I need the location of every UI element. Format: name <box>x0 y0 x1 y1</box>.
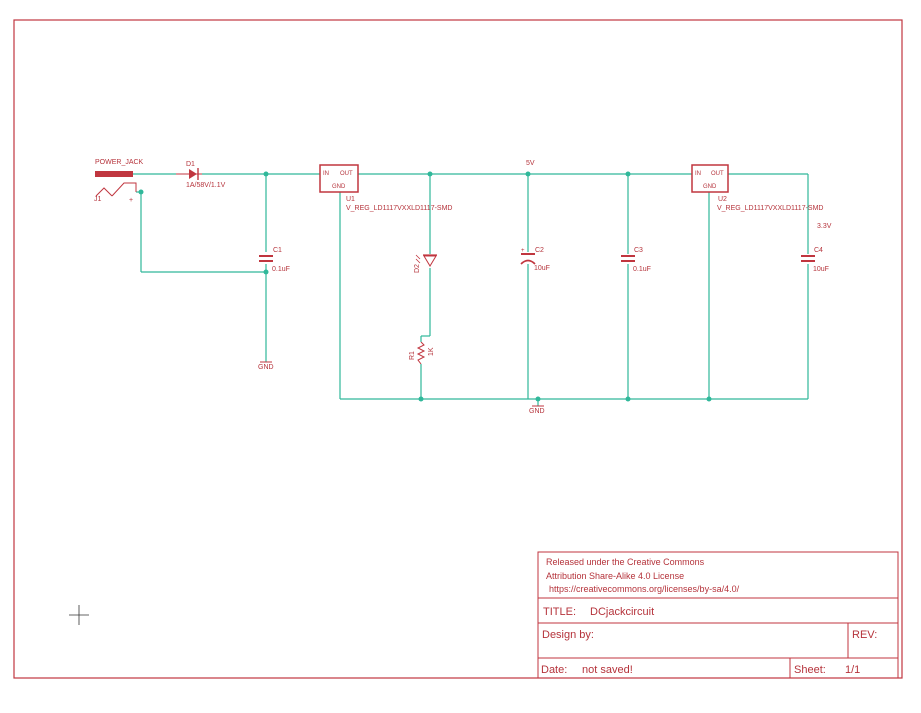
ground-symbol-main: GND <box>529 405 545 415</box>
regulator-u2[interactable]: IN OUT GND U2 V_REG_LD1117VXXLD1117-SMD <box>691 164 823 212</box>
power-jack-symbol[interactable]: POWER_JACK J1 + <box>94 159 144 204</box>
power-jack-ref: J1 <box>94 196 102 203</box>
capacitor-c2-plus: + <box>521 248 525 254</box>
ground-label-main: GND <box>529 408 545 415</box>
diode-d1-ref: D1 <box>186 161 195 168</box>
resistor-r1[interactable]: R1 1K <box>409 341 435 365</box>
license-line-3: https://creativecommons.org/licenses/by-… <box>549 584 740 594</box>
design-by-label: Design by: <box>542 629 594 641</box>
net-label-5v: 5V <box>526 160 535 167</box>
title-block: Released under the Creative Commons Attr… <box>537 551 899 679</box>
regulator-u2-value: V_REG_LD1117VXXLD1117-SMD <box>717 205 823 212</box>
capacitor-c1-value: 0.1uF <box>272 266 290 273</box>
capacitor-c4[interactable]: C4 10uF <box>801 247 829 273</box>
resistor-r1-value: 1K <box>428 347 435 356</box>
u1-pin-in: IN <box>323 171 329 177</box>
ground-symbol-c1: GND <box>258 361 274 371</box>
junctions <box>138 171 712 402</box>
sheet-frame <box>13 19 903 679</box>
sheet-value: 1/1 <box>845 664 860 676</box>
capacitor-c3-ref: C3 <box>634 247 643 254</box>
resistor-r1-ref: R1 <box>409 351 416 360</box>
led-d2-ref: D2 <box>414 264 421 273</box>
license-line-1: Released under the Creative Commons <box>546 557 705 567</box>
sheet-label: Sheet: <box>794 664 826 676</box>
capacitor-c3-value: 0.1uF <box>633 266 651 273</box>
u2-pin-in: IN <box>695 171 701 177</box>
regulator-u2-ref: U2 <box>718 196 727 203</box>
capacitor-c3[interactable]: C3 0.1uF <box>621 247 651 273</box>
u1-pin-out: OUT <box>340 171 353 177</box>
regulator-u1[interactable]: IN OUT GND U1 V_REG_LD1117VXXLD1117-SMD <box>319 164 452 212</box>
capacitor-c2[interactable]: + C2 10uF <box>520 247 550 272</box>
capacitor-c2-value: 10uF <box>534 265 550 272</box>
rev-label: REV: <box>852 629 877 641</box>
license-line-2: Attribution Share-Alike 4.0 License <box>546 571 684 581</box>
diode-d1-value: 1A/58V/1.1V <box>186 182 226 189</box>
power-jack-plus: + <box>129 197 133 204</box>
u2-pin-out: OUT <box>711 171 724 177</box>
diode-d1[interactable]: D1 1A/58V/1.1V <box>176 161 226 189</box>
date-value: not saved! <box>582 664 633 676</box>
led-d2[interactable]: D2 <box>414 254 437 273</box>
ground-label-c1: GND <box>258 364 274 371</box>
power-jack-name: POWER_JACK <box>95 159 144 166</box>
capacitor-c1[interactable]: C1 0.1uF <box>259 247 290 273</box>
capacitor-c1-ref: C1 <box>273 247 282 254</box>
capacitor-c4-value: 10uF <box>813 266 829 273</box>
u2-pin-gnd: GND <box>703 184 717 190</box>
crosshair-cursor-icon <box>69 605 89 625</box>
net-label-3v3: 3.3V <box>817 223 832 230</box>
date-label: Date: <box>541 664 567 676</box>
title-value: DCjackcircuit <box>590 606 654 618</box>
regulator-u1-ref: U1 <box>346 196 355 203</box>
capacitor-c4-ref: C4 <box>814 247 823 254</box>
title-label: TITLE: <box>543 606 576 618</box>
wires <box>133 173 809 406</box>
u1-pin-gnd: GND <box>332 184 346 190</box>
regulator-u1-value: V_REG_LD1117VXXLD1117-SMD <box>346 205 452 212</box>
capacitor-c2-ref: C2 <box>535 247 544 254</box>
